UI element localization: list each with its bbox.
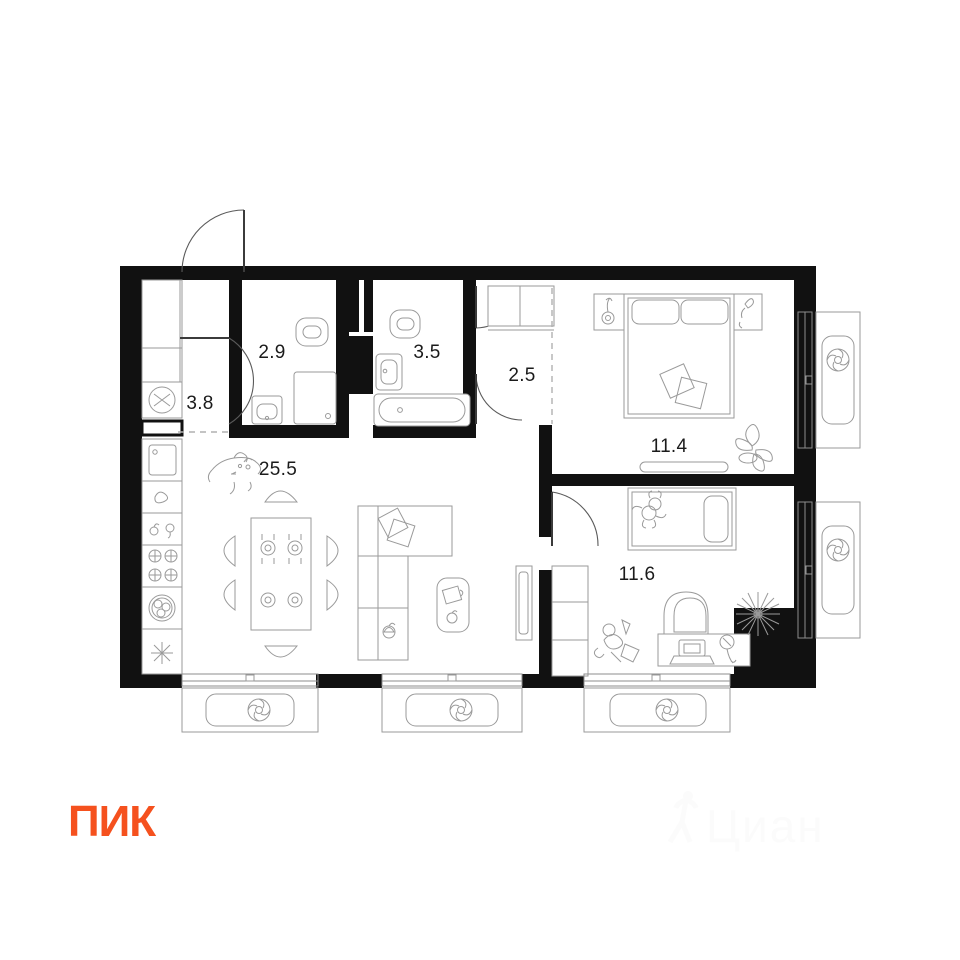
corridor-wardrobe (487, 285, 555, 424)
ac-unit-icon (449, 698, 473, 722)
area-label-hallway: 3.8 (186, 393, 213, 414)
pik-logo: ПИК (68, 797, 157, 846)
balcony-bottom-right (583, 673, 731, 733)
balcony-right-top (797, 311, 861, 449)
area-label-bathroom-small: 2.9 (258, 342, 285, 363)
balcony-right-bottom (797, 501, 861, 639)
area-labels: 3.8 2.9 3.5 2.5 25.5 11.4 11.6 (186, 342, 687, 585)
area-label-corridor: 2.5 (508, 365, 535, 386)
dining-table (223, 490, 339, 658)
bedroom-child-furniture (551, 487, 780, 677)
bathroom-main-fixtures (373, 309, 471, 427)
door-bedroom-2 (551, 491, 599, 547)
bathroom-small-fixtures (251, 317, 337, 425)
cian-watermark: Циан (667, 791, 825, 852)
wardrobe-bedroom-2 (551, 565, 589, 677)
balcony-bottom-left (181, 673, 319, 733)
living-room-furniture (207, 452, 533, 661)
pik-logo-label: ПИК (68, 797, 156, 846)
coffee-table (436, 577, 470, 633)
door-bath-small (180, 337, 255, 425)
ac-unit-icon (247, 698, 271, 722)
balcony-bottom-mid (381, 673, 523, 733)
area-label-bedroom-child: 11.6 (619, 564, 656, 585)
tv-panel (515, 565, 533, 641)
entry-door (181, 209, 245, 273)
ac-unit-icon (826, 348, 850, 372)
area-label-bathroom-main: 3.5 (413, 342, 440, 363)
plant-bedroom-2 (736, 592, 780, 636)
ac-unit-icon (826, 538, 850, 562)
kitchen-units (140, 279, 184, 675)
balconies (181, 311, 861, 733)
ac-unit-icon (655, 698, 679, 722)
structural-walls (120, 266, 816, 688)
cat-decor (207, 452, 262, 495)
area-label-living: 25.5 (259, 459, 297, 480)
plant-bedroom-1 (735, 424, 773, 472)
sectional-sofa (357, 505, 453, 661)
door-bathroom-main (475, 373, 523, 424)
bedroom-master-furniture (593, 293, 773, 473)
area-label-bedroom-master: 11.4 (651, 436, 688, 457)
watermark-label: Циан (706, 800, 825, 852)
